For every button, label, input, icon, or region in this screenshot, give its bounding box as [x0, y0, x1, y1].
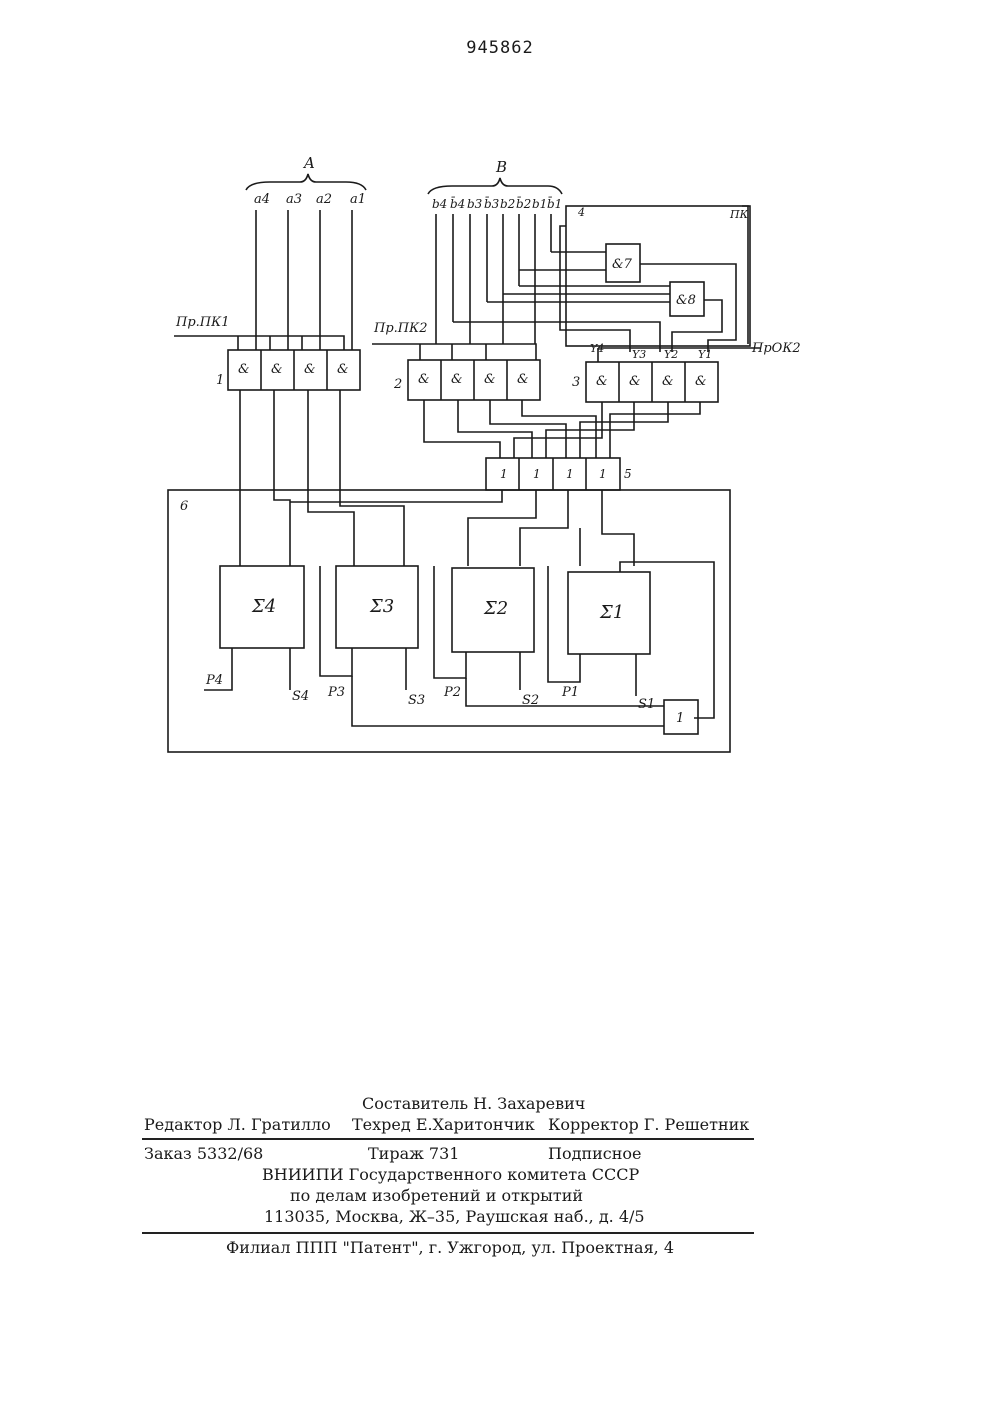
s2-label: S2 [522, 693, 539, 708]
imprint-rule-top [142, 1138, 754, 1140]
b-input-labels: b4 b̄4 b3 b̄3 b2 b̄2 b1 b̄1 [432, 195, 562, 211]
gate-7-label: &7 [612, 257, 633, 272]
signal-pk2: Пр.ПК2 [373, 321, 427, 336]
or-gate-label: 1 [533, 467, 541, 481]
and-gate-label: & [337, 362, 349, 377]
p3-label: P3 [327, 685, 345, 700]
adder-sigma4-label: Σ4 [251, 596, 276, 617]
composer-line: Составитель Н. Захаревич [362, 1094, 585, 1113]
b-label: b4 [432, 197, 447, 211]
b-label: b̄2 [516, 195, 531, 211]
p4-label: P4 [205, 673, 223, 688]
b-label: b̄3 [484, 195, 500, 211]
and-gate-label: & [418, 372, 430, 387]
p1-label: P1 [561, 685, 579, 700]
b-label: b3 [467, 197, 483, 211]
and-gate-label: & [629, 374, 641, 389]
circuit-diagram: A a4 a3 a2 a1 Пр.ПК1 & & & & 1 B b4 b̄4 … [0, 0, 1000, 800]
s1-label: S1 [638, 697, 655, 712]
adder-sigma1-label: Σ1 [599, 602, 624, 623]
signal-pk1: Пр.ПК1 [175, 315, 229, 330]
and-gate-label: & [517, 372, 529, 387]
or-gate-label: 1 [500, 467, 508, 481]
b-label: b̄1 [547, 195, 562, 211]
and-gate-label: & [695, 374, 707, 389]
adder-sigma3-label: Σ3 [369, 596, 394, 617]
editor-line: Редактор Л. Гратилло [144, 1115, 331, 1134]
or-gate-label: 1 [566, 467, 574, 481]
org-line-1: ВНИИПИ Государственного комитета СССР [262, 1165, 639, 1184]
bus-b-label: B [495, 158, 507, 176]
y2-label: Y2 [664, 348, 678, 361]
org-line-2: по делам изобретений и открытий [290, 1186, 583, 1205]
y1-label: Y1 [698, 348, 712, 361]
block-5-number: 5 [624, 467, 632, 481]
block-6-region [168, 490, 730, 752]
block-4-number: 4 [577, 206, 585, 219]
s3-label: S3 [408, 693, 425, 708]
branch-line: Филиал ППП "Патент", г. Ужгород, ул. Про… [226, 1238, 674, 1257]
bottom-or-gate-label: 1 [676, 711, 684, 726]
s4-label: S4 [292, 689, 309, 704]
and-gate-label: & [271, 362, 283, 377]
imprint-rule-bottom [142, 1232, 754, 1234]
techred-line: Техред Е.Харитончик [352, 1115, 535, 1134]
p2-label: P2 [443, 685, 461, 700]
a-input-lines [256, 210, 352, 350]
b-label: b2 [500, 197, 515, 211]
a2-label: a2 [316, 192, 332, 207]
and-gate-label: & [662, 374, 674, 389]
a1-label: a1 [350, 192, 366, 207]
and-gate-label: & [451, 372, 463, 387]
y3-label: Y3 [632, 348, 646, 361]
block-1-number: 1 [216, 373, 224, 388]
block-3-number: 3 [572, 375, 580, 390]
and-gate-label: & [304, 362, 316, 377]
gate-8-label: &8 [676, 293, 696, 308]
circulation-line: Тираж 731 [368, 1144, 459, 1163]
block-2-number: 2 [393, 377, 402, 392]
a4-label: a4 [254, 192, 270, 207]
a3-label: a3 [286, 192, 302, 207]
order-line: Заказ 5332/68 [144, 1144, 263, 1163]
corrector-line: Корректор Г. Решетник [548, 1115, 749, 1134]
a-input-labels: a4 a3 a2 a1 [254, 192, 366, 207]
and-gate-label: & [596, 374, 608, 389]
adder-sigma2-label: Σ2 [483, 598, 508, 619]
brace-a [246, 174, 366, 190]
pk-label: ПК [729, 208, 749, 221]
and-gate-label: & [484, 372, 496, 387]
b-label: b1 [532, 197, 547, 211]
and-gate-label: & [238, 362, 250, 377]
b-label: b̄4 [450, 195, 465, 211]
bus-a-label: A [302, 154, 315, 172]
brace-b [428, 178, 562, 194]
b-input-lines [436, 214, 551, 344]
address-line: 113035, Москва, Ж–35, Раушская наб., д. … [264, 1207, 645, 1226]
block-6-number: 6 [180, 499, 188, 514]
subscription-line: Подписное [548, 1144, 642, 1163]
or-gate-label: 1 [599, 467, 607, 481]
